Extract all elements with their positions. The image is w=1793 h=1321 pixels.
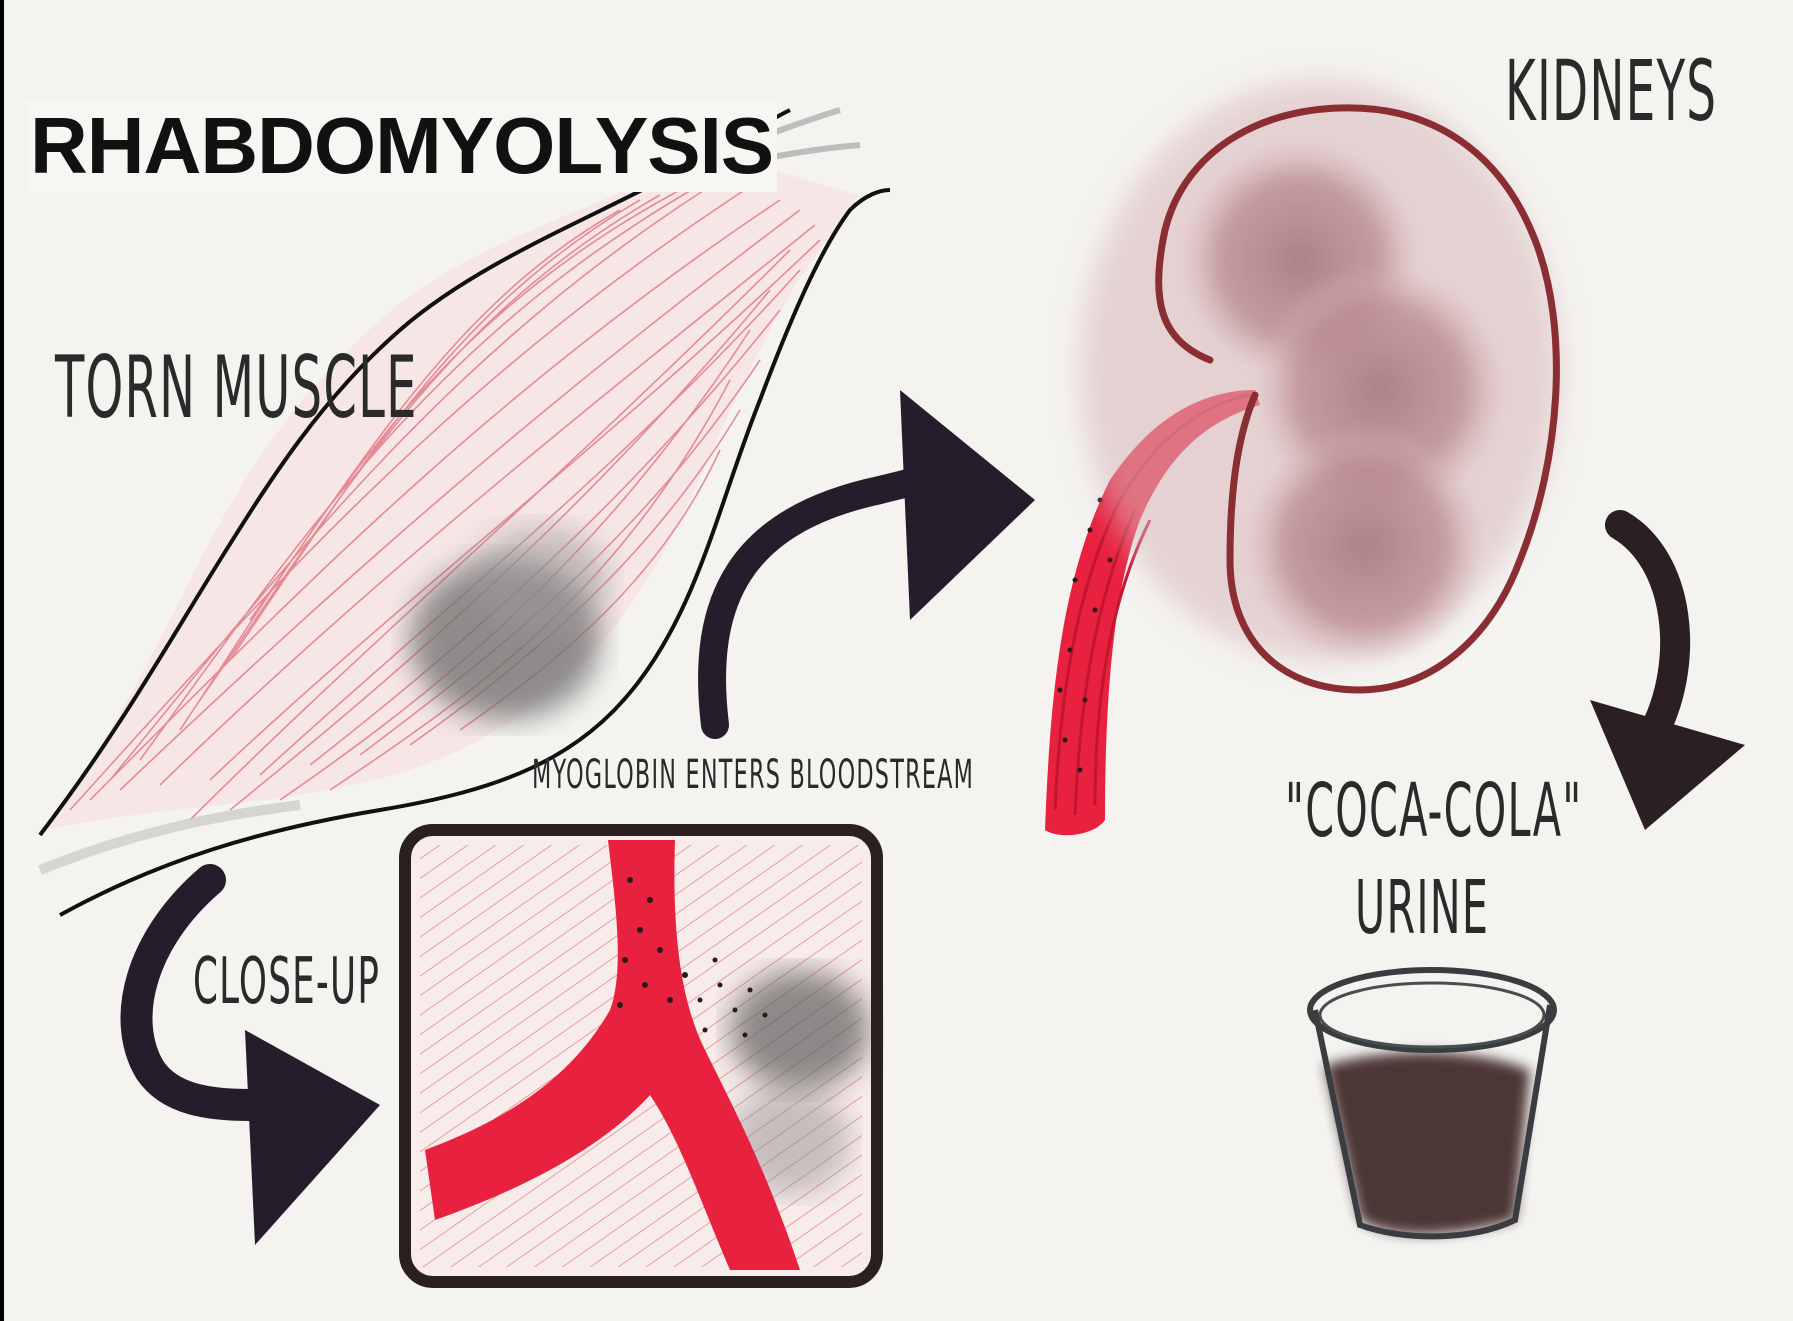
torn-muscle-illustration: [38, 107, 891, 917]
label-coca-cola: "Coca-cola": [1285, 768, 1583, 854]
myoglobin-dots: [1057, 497, 1113, 773]
close-up-frame: [399, 824, 883, 1288]
cup-rim-inner: [1318, 981, 1546, 1049]
label-myoglobin: Myoglobin enters bloodstream: [532, 752, 975, 798]
urine-cup-illustration: [1307, 967, 1557, 1240]
cup-body: [1312, 1004, 1553, 1240]
arrow-to-bloodstream: [698, 390, 1035, 739]
arrow-shaft: [698, 466, 934, 739]
urine-liquid: [1325, 1052, 1530, 1235]
close-up-myoglobin-dots: [617, 877, 768, 1038]
label-torn-muscle: Torn muscle: [55, 338, 418, 438]
label-urine: Urine: [1355, 865, 1490, 951]
bruise-spot-light: [470, 525, 610, 635]
arrow-head: [245, 1030, 380, 1245]
close-up-vessel: [425, 840, 800, 1270]
cup-rim: [1307, 967, 1557, 1053]
label-kidneys: Kidneys: [1505, 42, 1718, 140]
arrow-head: [1590, 700, 1745, 830]
arrow-shaft: [120, 864, 266, 1121]
arrow-to-close-up: [120, 864, 380, 1245]
muscle-tendon-bottom: [38, 800, 301, 875]
arrow-head: [900, 390, 1035, 620]
close-up-box: [399, 824, 883, 1288]
left-edge-bar: [0, 0, 4, 1321]
muscle-outline-bottom: [59, 188, 891, 917]
kidney-illustration: [1080, 80, 1560, 694]
arrow-to-urine: [1590, 510, 1745, 830]
kidney-outline: [1155, 104, 1560, 694]
label-close-up: Close-up: [193, 945, 381, 1019]
kidney-lobe-bottom: [1250, 430, 1480, 660]
arrow-shaft: [1605, 510, 1691, 745]
close-up-bruise: [730, 970, 870, 1090]
muscle-body: [45, 150, 860, 830]
page-title: RHABDOMYOLYSIS: [26, 100, 778, 192]
